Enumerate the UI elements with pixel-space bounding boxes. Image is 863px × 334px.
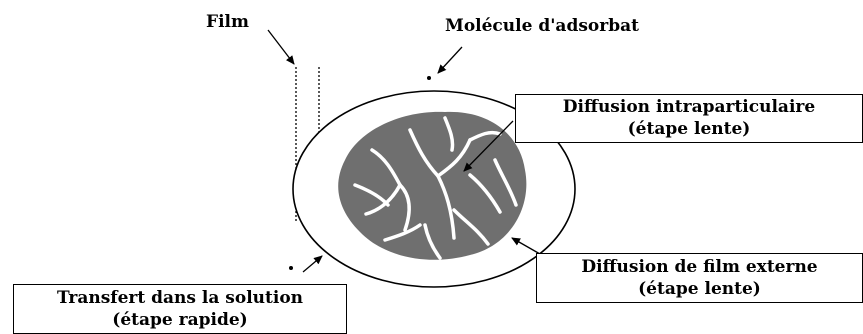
external-film-diffusion-box: Diffusion de film externe (étape lente) xyxy=(536,253,863,303)
intraparticle-diffusion-title: Diffusion intraparticulaire xyxy=(516,96,862,118)
solution-transfer-arrow xyxy=(303,256,322,272)
external-film-diffusion-title: Diffusion de film externe xyxy=(537,256,862,278)
solution-transfer-title: Transfert dans la solution xyxy=(14,287,346,309)
intraparticle-diffusion-box: Diffusion intraparticulaire (étape lente… xyxy=(515,94,863,143)
solution-molecule-dot xyxy=(289,266,293,270)
intraparticle-diffusion-step: (étape lente) xyxy=(516,118,862,140)
external-film-diffusion-step: (étape lente) xyxy=(537,278,862,300)
molecule-label: Molécule d'adsorbat xyxy=(445,18,639,35)
solution-transfer-step: (étape rapide) xyxy=(14,309,346,331)
molecule-arrow xyxy=(438,47,462,73)
adsorbate-molecule-dot xyxy=(427,76,431,80)
film-arrow xyxy=(268,30,294,64)
film-label: Film xyxy=(206,14,249,31)
solution-transfer-box: Transfert dans la solution (étape rapide… xyxy=(13,284,347,334)
